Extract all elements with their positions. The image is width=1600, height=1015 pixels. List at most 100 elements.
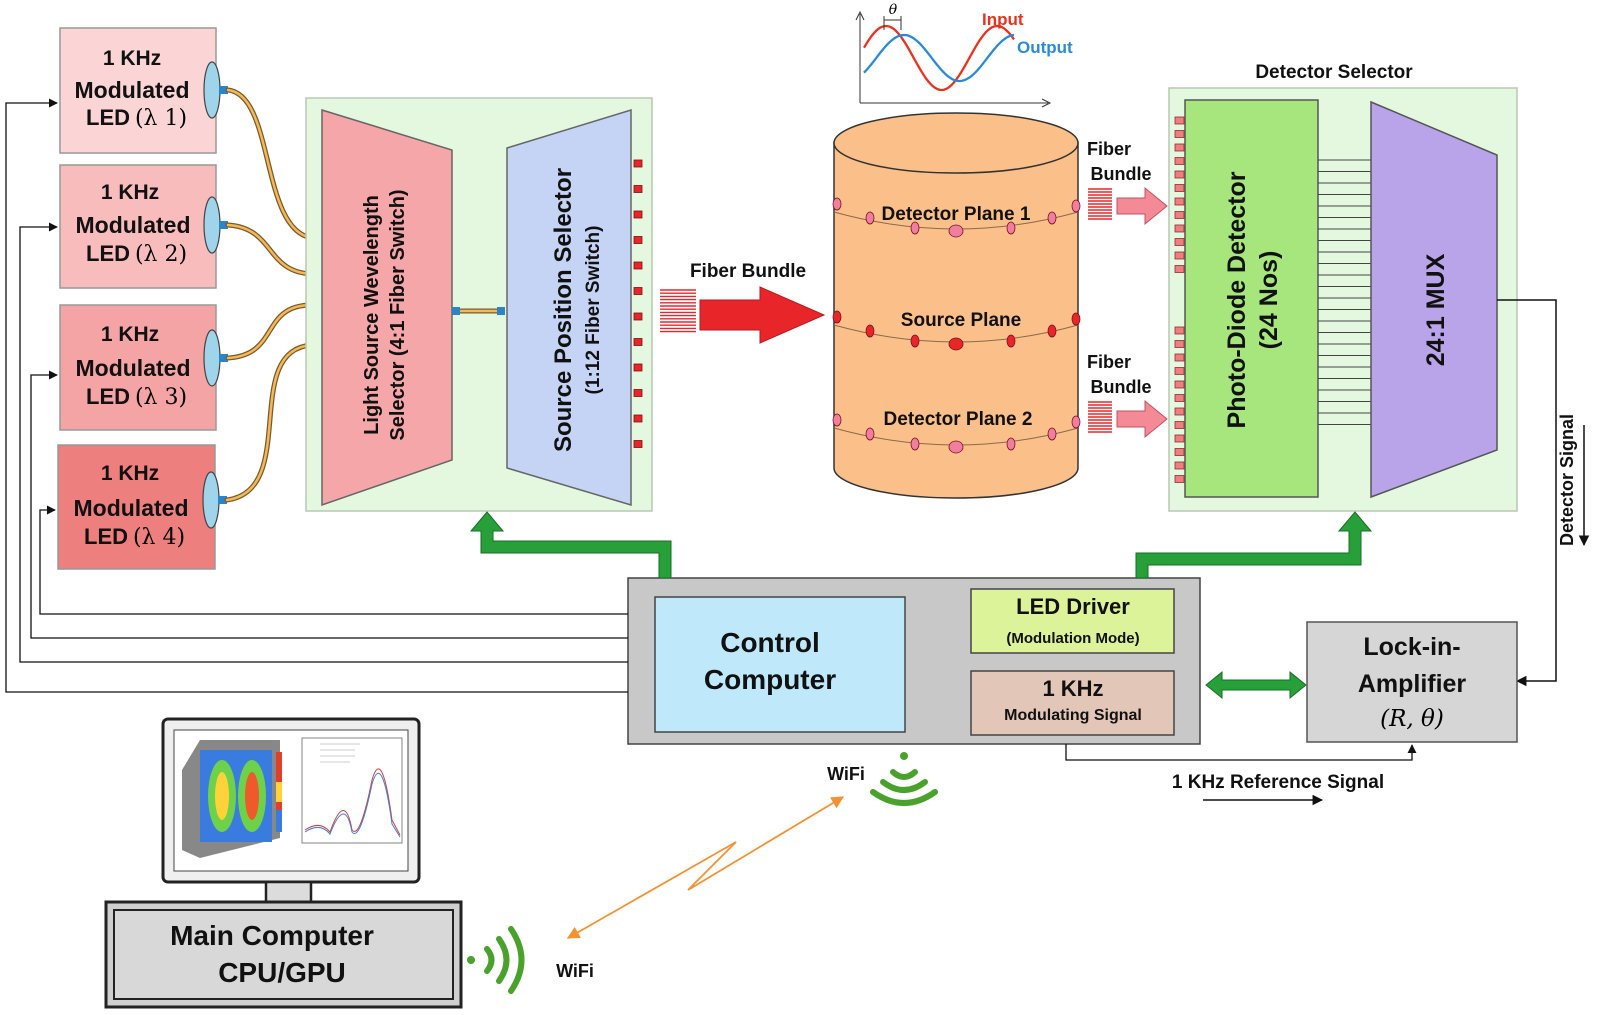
- detector-port: [1174, 340, 1185, 348]
- led-3-freq: 1 KHz: [101, 323, 159, 346]
- led-3-lambda: (λ 3): [135, 385, 187, 410]
- fiber-point: [1047, 211, 1057, 225]
- fiber-point: [832, 197, 842, 211]
- mux-trapezoid: [1370, 100, 1498, 499]
- detector-port: [1174, 394, 1185, 402]
- detector-plane-1-label: Detector Plane 1: [882, 204, 1031, 225]
- mux-text: 24:1 MUX: [1422, 253, 1450, 366]
- input-label: Input: [982, 10, 1024, 29]
- reference-signal-line: 1 KHz Reference Signal: [1065, 744, 1417, 806]
- switch-port: [633, 287, 643, 295]
- detector-signal-label: Detector Signal: [1557, 414, 1577, 546]
- led-2-lens: [203, 196, 221, 254]
- fiber-point: [832, 310, 842, 324]
- switch-port: [633, 414, 643, 423]
- led-1-lens: [203, 61, 221, 119]
- wifi-top-icon: [870, 752, 938, 806]
- position-selector-line1: Source Position Selector: [550, 168, 577, 452]
- photodiode-detector-block: [1184, 99, 1319, 498]
- mux-label: 24:1 MUX: [1422, 253, 1450, 366]
- detector-port: [1174, 157, 1185, 165]
- wavelength-selector-line2: Selector (4:1 Fiber Switch): [387, 189, 409, 440]
- photodiode-line2: (24 Nos): [1255, 251, 1283, 350]
- fiber-point: [948, 440, 964, 454]
- control-computer-line1: Control: [720, 627, 820, 658]
- led-source-2: 1 KHz Modulated LED (λ 2): [59, 164, 228, 289]
- fiber-point: [865, 324, 875, 338]
- position-selector-label: Source Position Selector (1:12 Fiber Swi…: [550, 168, 604, 452]
- detector-port: [1174, 197, 1185, 206]
- led-2-type: Modulated: [76, 212, 191, 238]
- fiber-point: [1006, 437, 1016, 451]
- profile-plot-thumbnail: [301, 737, 403, 844]
- led-3-type: Modulated: [76, 355, 191, 381]
- main-computer: Main Computer CPU/GPU: [104, 717, 463, 1009]
- main-computer-line1: Main Computer: [170, 920, 374, 951]
- detector-port: [1174, 224, 1185, 233]
- detector-port: [1174, 265, 1185, 273]
- photodiode-line1: Photo-Diode Detector: [1223, 171, 1251, 428]
- fiber-point: [1047, 324, 1057, 338]
- fiber-bundle-bottom-arrow: [1116, 399, 1168, 439]
- led-1-connector: [219, 86, 228, 94]
- wavelength-selector-label: Light Source Wevelength Selector (4:1 Fi…: [361, 189, 409, 440]
- led-4-type: Modulated: [74, 495, 189, 521]
- fiber-bundle-top-line1: Fiber: [1087, 139, 1131, 159]
- wifi-control-computer: WiFi: [827, 752, 938, 806]
- detector-port: [1174, 238, 1185, 246]
- fiber-point: [865, 427, 875, 441]
- wifi-main-computer: WiFi: [467, 926, 594, 994]
- fiber-point: [948, 224, 964, 238]
- green-arrow-to-source-selector: [469, 511, 672, 579]
- fiber-bundle-top-line2: Bundle: [1091, 164, 1152, 184]
- fiber-point: [1071, 415, 1081, 429]
- led-4-lambda: (λ 4): [133, 525, 185, 550]
- led-1-freq: 1 KHz: [103, 47, 161, 70]
- wifi-bottom-icon: [467, 926, 525, 994]
- led-2-lambda: (λ 2): [135, 242, 187, 267]
- led-3-connector: [219, 354, 228, 362]
- switch-port: [633, 363, 643, 372]
- detector-port: [1174, 184, 1185, 192]
- detector-port: [1174, 130, 1185, 138]
- detector-port: [1174, 407, 1185, 416]
- led-1-lambda: (λ 1): [135, 106, 187, 131]
- green-double-arrow-lock-in: [1205, 670, 1307, 700]
- switch-port: [633, 159, 643, 168]
- switch-port: [633, 440, 643, 448]
- detector-fiber-bundle-bottom: Fiber Bundle: [1087, 352, 1168, 439]
- detector-signal-line: Detector Signal: [1497, 299, 1590, 687]
- led-3-name: LED: [86, 384, 130, 409]
- detector-port: [1174, 170, 1185, 179]
- detector-port: [1174, 116, 1185, 125]
- phantom-fiber-points: [832, 197, 1081, 454]
- led-1-name: LED: [86, 105, 130, 130]
- led-source-4: 1 KHz Modulated LED (λ 4): [57, 444, 227, 570]
- fiber-bundle-main-label: Fiber Bundle: [690, 261, 806, 282]
- phantom-cylinder: Detector Plane 1 Source Plane Detector P…: [832, 112, 1081, 499]
- fiber-bundle-main-lines: [660, 289, 696, 333]
- reference-signal-label: 1 KHz Reference Signal: [1172, 772, 1384, 793]
- wavelength-selector-trapezoid: [321, 108, 453, 507]
- wifi-top-label: WiFi: [827, 764, 865, 784]
- fiber-point: [1071, 199, 1081, 213]
- fiber-point: [1006, 334, 1016, 348]
- fiber-point: [1047, 427, 1057, 441]
- switch-port: [633, 185, 643, 193]
- detector-port: [1174, 461, 1185, 470]
- led-1-type: Modulated: [75, 77, 190, 103]
- led-2-connector: [219, 221, 228, 229]
- position-selector-line2: (1:12 Fiber Switch): [583, 226, 604, 395]
- fiber-point: [910, 437, 920, 451]
- output-label: Output: [1017, 38, 1073, 57]
- phase-waveform: θ Input Output: [855, 2, 1073, 108]
- led-control-lines: [5, 98, 628, 693]
- fiber-bundle-main-arrow: [699, 286, 826, 344]
- detector-port: [1174, 353, 1185, 362]
- wireless-link-arrow: [566, 796, 845, 939]
- led-driver-title: LED Driver: [1016, 594, 1130, 619]
- source-plane-label: Source Plane: [901, 310, 1021, 331]
- detector-port: [1174, 367, 1185, 375]
- lock-in-line3: (R, θ): [1380, 706, 1444, 732]
